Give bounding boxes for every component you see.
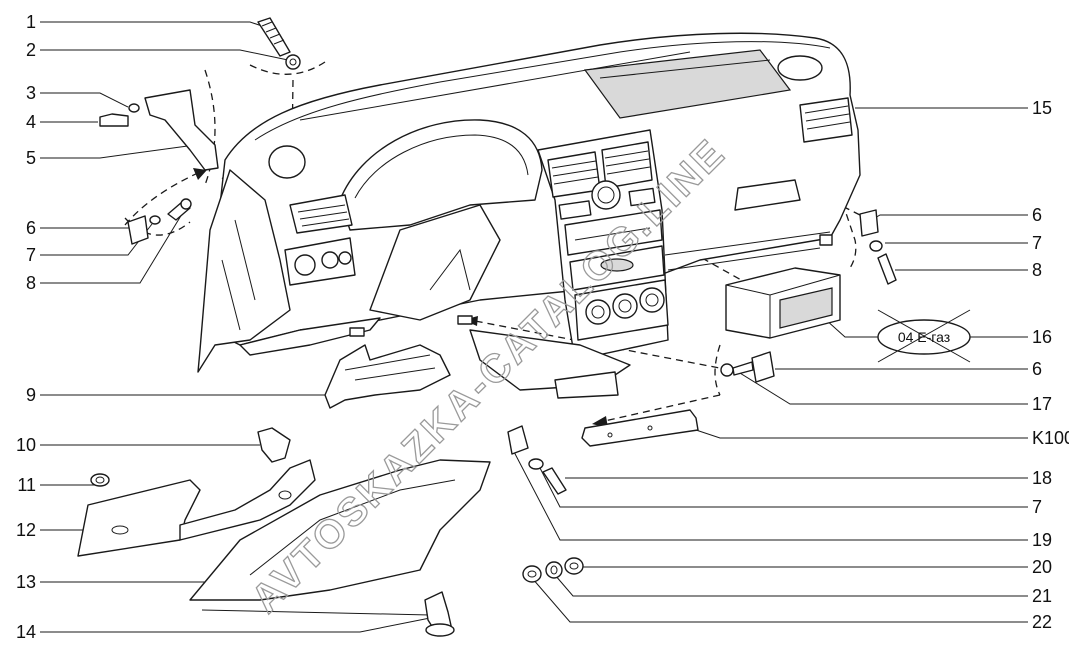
crossed-badge: 04 E-газ	[877, 309, 971, 363]
callout-left-5: 5	[26, 148, 36, 168]
callout-left-11: 11	[17, 475, 36, 495]
callout-left-9: 9	[26, 385, 36, 405]
callout-left-8: 8	[26, 273, 36, 293]
callout-right-7: 17	[1032, 394, 1052, 414]
callout-right-4: 8	[1032, 260, 1042, 280]
callout-left-12: 12	[16, 520, 36, 540]
badge-text: 04 E-газ	[898, 329, 950, 345]
callout-left-14: 14	[16, 622, 36, 642]
callout-right-11: 19	[1032, 530, 1052, 550]
dashboard-panel	[197, 32, 861, 399]
callout-right-6: 6	[1032, 359, 1042, 379]
callout-right-13: 21	[1032, 586, 1052, 606]
callout-right-8: K100	[1032, 428, 1069, 448]
callout-right-12: 20	[1032, 557, 1052, 577]
callout-right-10: 7	[1032, 497, 1042, 517]
callout-right-1: 15	[1032, 98, 1052, 118]
callout-left-4: 4	[26, 112, 36, 132]
callout-left-2: 2	[26, 40, 36, 60]
callout-labels-right: 15 6 7 8 16 6 17K100 18 7 19 20 21 22	[1032, 98, 1069, 632]
leader-lines	[40, 21, 1028, 633]
callout-left-1: 1	[26, 12, 36, 32]
callout-right-3: 7	[1032, 233, 1042, 253]
callout-left-3: 3	[26, 83, 36, 103]
callout-left-13: 13	[16, 572, 36, 592]
callout-right-2: 6	[1032, 205, 1042, 225]
callout-right-9: 18	[1032, 468, 1052, 488]
callout-left-7: 7	[26, 245, 36, 265]
small-parts-right	[507, 209, 897, 583]
callout-right-14: 22	[1032, 612, 1052, 632]
callout-left-6: 6	[26, 218, 36, 238]
callout-right-5: 16	[1032, 327, 1052, 347]
callout-left-10: 10	[16, 435, 36, 455]
small-parts-left	[77, 17, 491, 637]
